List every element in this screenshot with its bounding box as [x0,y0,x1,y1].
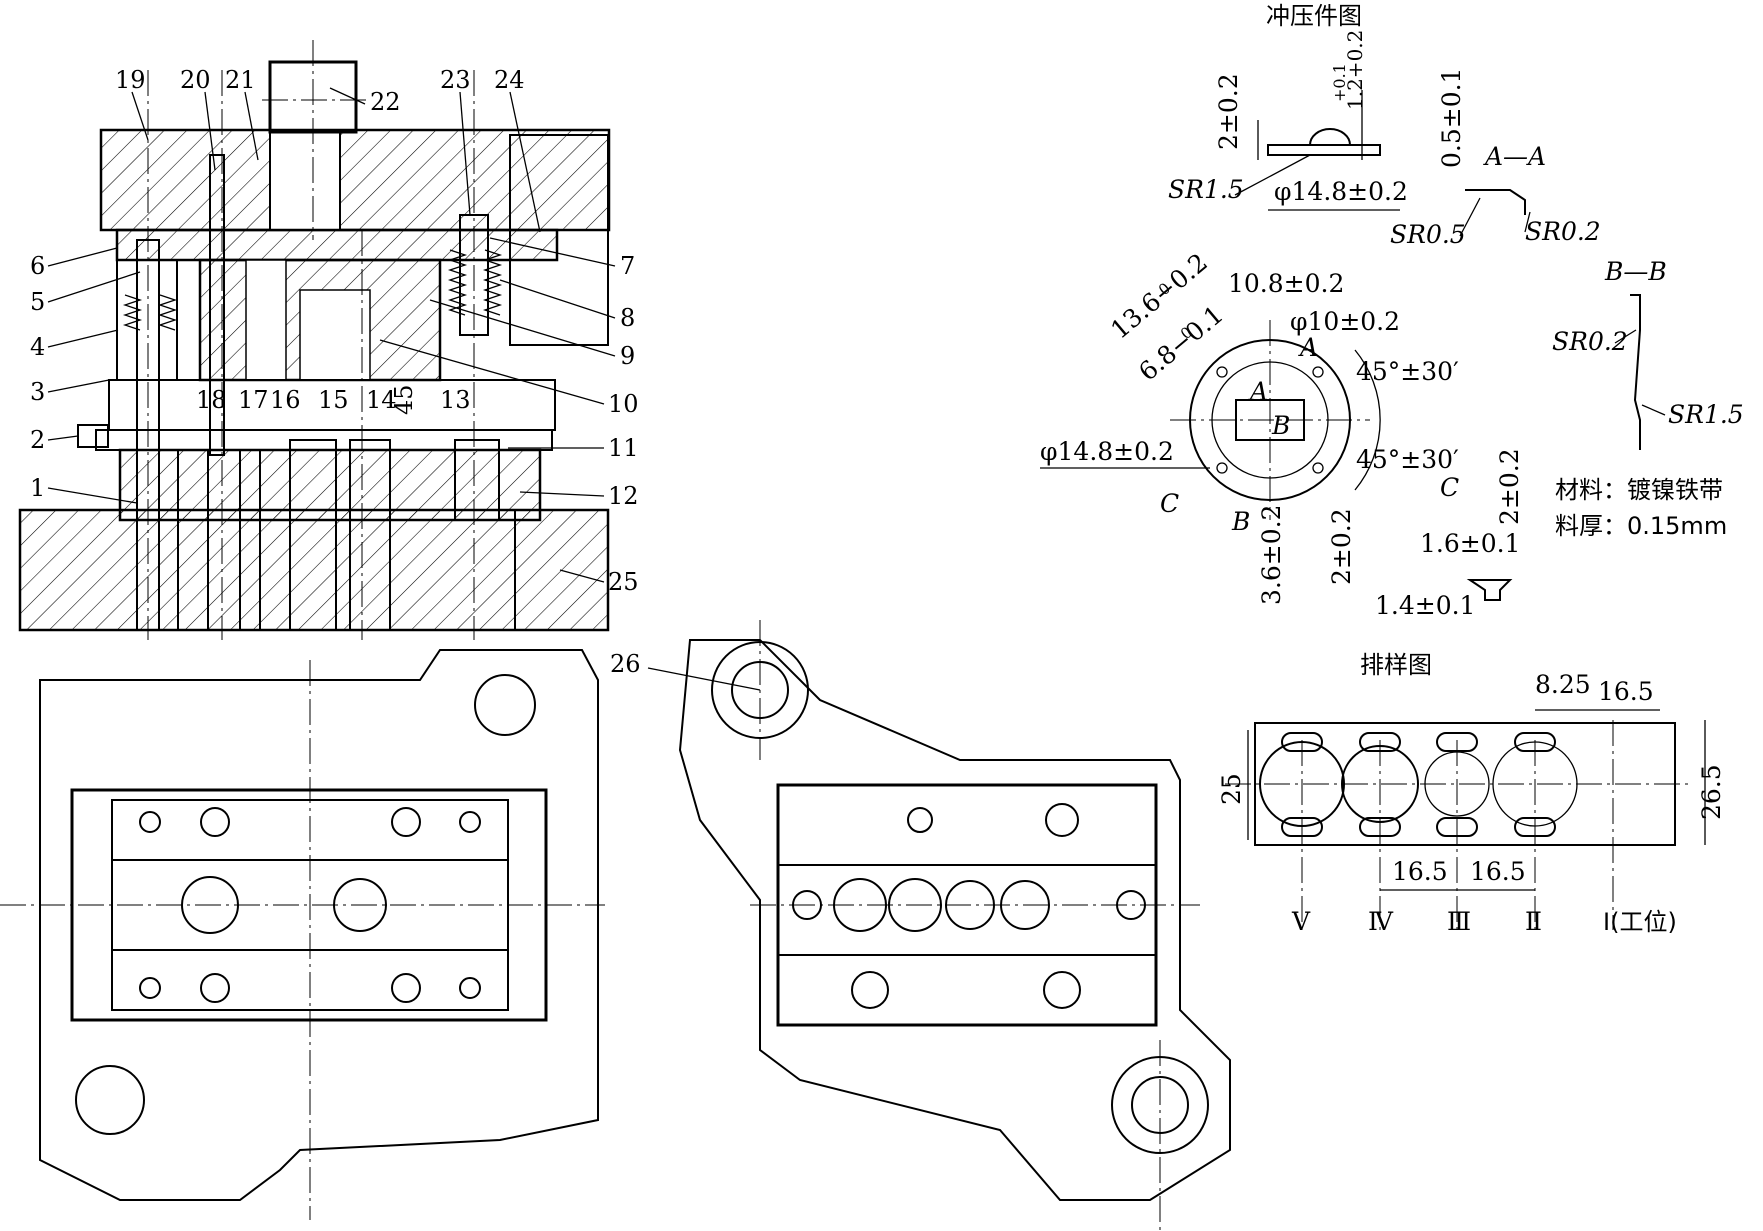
strip-width-265: 26.5 [1697,764,1726,820]
sr15b-label: SR1.5 [1668,400,1744,429]
strip-pitch-165-top: 16.5 [1598,677,1654,706]
label-c-right: C [1440,473,1459,502]
callout-7: 7 [620,252,635,280]
station-1: Ⅰ(工位) [1603,908,1677,936]
strip-layout-drawing: 排样图 8.25 16.5 25 26.5 16.5 16.5 Ⅴ Ⅳ Ⅲ Ⅱ [1217,651,1726,936]
dim-2-c: 2±0.2 [1495,448,1524,525]
sr02-label: SR0.2 [1525,217,1601,246]
angle-top: 45°±30′ [1356,357,1459,386]
part-number-callouts: 19 20 21 22 23 24 6 5 4 3 2 1 7 8 9 10 1… [30,66,761,691]
dim-dia-148: φ14.8±0.2 [1274,177,1408,206]
strip-pitch-165-left: 16.5 [1392,857,1448,886]
callout-10: 10 [608,390,639,418]
callout-1: 1 [30,474,45,502]
dim-108: 10.8±0.2 [1228,269,1344,298]
callout-11: 11 [608,434,639,462]
lower-die-plan-view [0,649,605,1220]
label-b-center: B [1271,411,1290,440]
label-a-upper: A [1298,333,1318,362]
strip-pitch-165-right: 16.5 [1470,857,1526,886]
dim-phi148: φ14.8±0.2 [1040,437,1174,466]
callout-5: 5 [30,288,45,316]
station-3: Ⅲ [1447,907,1471,936]
dim-phi10: φ10±0.2 [1290,307,1400,336]
callout-14: 14 [366,386,397,414]
callout-9: 9 [620,342,635,370]
callout-19: 19 [115,66,146,94]
callout-15: 15 [318,386,349,414]
dim-45-main: 45 [390,384,418,415]
callout-16: 16 [270,386,301,414]
callout-26: 26 [610,650,641,678]
callout-23: 23 [440,66,471,94]
callout-8: 8 [620,304,635,332]
front-section-view [18,40,611,640]
section-aa-label: A—A [1483,142,1546,171]
material-note: 材料：镀镍铁带 [1555,476,1723,504]
strip-layout-title: 排样图 [1360,651,1432,679]
dim-thick-05: 0.5±0.1 [1437,68,1466,168]
angle-bottom: 45°±30′ [1356,445,1459,474]
dim-36: 3.6±0.2 [1257,505,1286,605]
dim-sr15: SR1.5 [1168,175,1244,204]
label-a-lower: A [1248,377,1268,406]
callout-20: 20 [180,66,211,94]
upper-die-plan-view [678,620,1231,1231]
dim-2-b: 2±0.2 [1327,508,1356,585]
callout-6: 6 [30,252,45,280]
station-5: Ⅴ [1291,907,1311,936]
dim-16: 1.6±0.1 [1420,529,1520,558]
stamping-part-drawing: 冲压件图 2±0.2 +0.1 1.2+0.2 SR1.5 φ14.8±0.2 … [1040,2,1744,620]
callout-4: 4 [30,333,45,361]
dim-tol-upper: +0.1 [1330,63,1349,102]
station-4: Ⅳ [1368,907,1394,936]
sr02b-label: SR0.2 [1552,327,1628,356]
callout-12: 12 [608,482,639,510]
dim-tol-lower: 1.2+0.2 [1343,30,1367,110]
station-2: Ⅱ [1525,907,1542,936]
label-b-bottom: B [1231,507,1250,536]
callout-25: 25 [608,568,639,596]
strip-pitch-825: 8.25 [1535,670,1591,699]
callout-22: 22 [370,88,401,116]
section-bb-label: B—B [1604,257,1667,286]
callout-2: 2 [30,426,45,454]
callout-18: 18 [196,386,227,414]
thickness-note: 料厚：0.15mm [1555,512,1727,540]
callout-17: 17 [238,386,269,414]
dim-height-2: 2±0.2 [1214,73,1243,150]
callout-24: 24 [494,66,525,94]
callout-3: 3 [30,378,45,406]
callout-21: 21 [225,66,256,94]
label-c-left: C [1160,489,1179,518]
sr05-label: SR0.5 [1390,220,1466,249]
dim-14: 1.4±0.1 [1375,591,1475,620]
stamping-part-title: 冲压件图 [1266,2,1362,30]
callout-13: 13 [440,386,471,414]
strip-width-25: 25 [1217,773,1246,805]
